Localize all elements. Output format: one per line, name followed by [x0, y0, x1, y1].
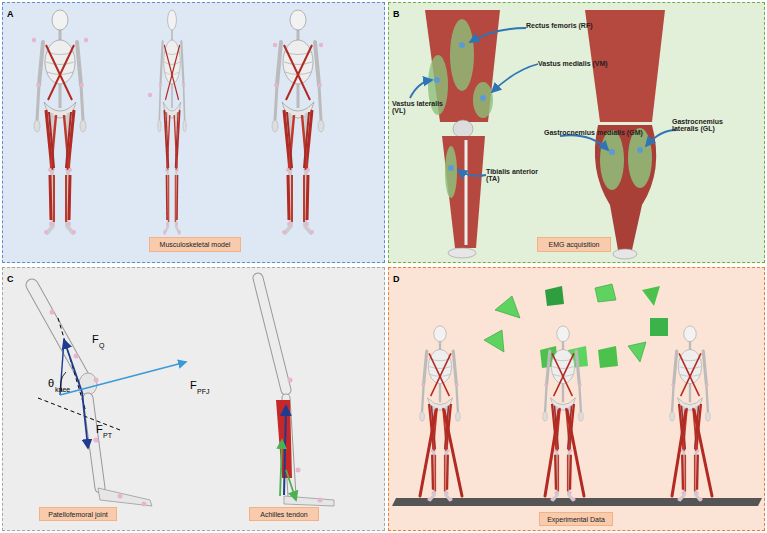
figure-panel: C Patellofemoral joint Achilles tendon	[2, 267, 385, 531]
panel-letter: A	[7, 9, 14, 19]
figure-panel: A Musculoskeletal model	[2, 2, 385, 263]
subscript: PT	[103, 432, 119, 439]
caption-tag: Achilles tendon	[249, 507, 319, 521]
subscript: Q	[99, 342, 111, 349]
muscle-label: Vastus medialis (VM)	[538, 60, 638, 67]
figure-panel: D Experimental Data	[388, 267, 765, 531]
panel-letter: B	[393, 9, 400, 19]
panel-letter: D	[393, 274, 400, 284]
subscript: PFJ	[197, 388, 221, 395]
caption-tag: Experimental Data	[539, 512, 613, 526]
caption-tag: Musculoskeletal model	[149, 237, 241, 252]
caption-tag: Patellofemoral joint	[39, 507, 117, 521]
muscle-label: Rectus femoris (RF)	[526, 22, 626, 29]
muscle-label: Gastrocnemius lateralis (GL)	[672, 118, 744, 133]
tag-text: Experimental Data	[547, 516, 605, 523]
muscle-label: Vastus lateralis (VL)	[392, 100, 448, 115]
tag-text: Patellofemoral joint	[48, 511, 108, 518]
subscript: knee	[55, 386, 79, 393]
tag-text: Musculoskeletal model	[160, 241, 231, 248]
muscle-label: Gastrocnemius medialis (GM)	[544, 129, 664, 136]
tag-text: EMG acquisition	[549, 241, 600, 248]
caption-tag: EMG acquisition	[537, 237, 611, 252]
panel-letter: C	[7, 274, 14, 284]
tag-text: Achilles tendon	[260, 511, 307, 518]
muscle-label: Tibialis anterior (TA)	[486, 168, 542, 183]
